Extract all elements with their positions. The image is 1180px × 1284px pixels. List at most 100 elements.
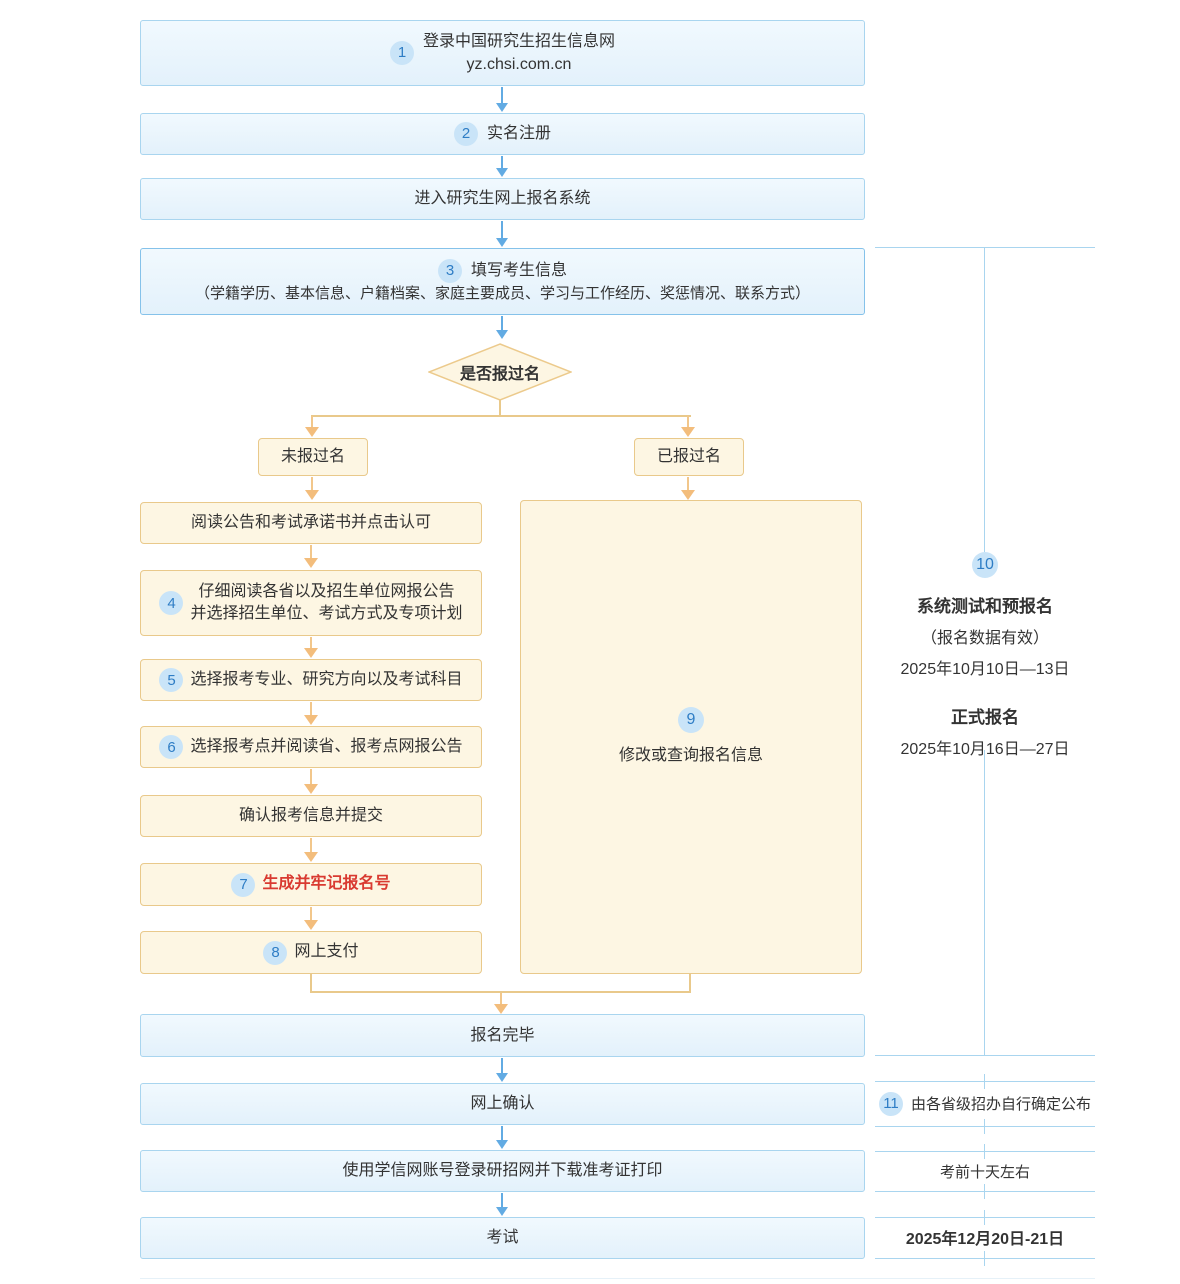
step-confirm-submit-label: 确认报考信息并提交 xyxy=(238,806,383,824)
official-registration-title: 正式报名 xyxy=(951,708,1019,727)
step-reg-done-box: 报名完毕 xyxy=(140,1014,865,1057)
official-registration-dates: 2025年10月16日—27日 xyxy=(900,741,1070,758)
step-online-confirm-label: 网上确认 xyxy=(470,1095,535,1113)
step-number-badge: 5 xyxy=(159,668,184,692)
step-print-ticket-label: 使用学信网账号登录研招网并下载准考证打印 xyxy=(342,1162,663,1180)
ticket-time-note: 考前十天左右 xyxy=(939,1163,1030,1181)
branch-not-registered-box: 未报过名 xyxy=(258,438,368,476)
step-register-label: 实名注册 xyxy=(486,125,551,143)
branch-registered-box: 已报过名 xyxy=(634,438,744,476)
connector-line xyxy=(689,974,691,992)
step-number-badge: 3 xyxy=(437,258,462,283)
step-number-badge: 4 xyxy=(159,591,184,615)
step-exam-label: 考试 xyxy=(486,1229,519,1247)
sidebar-line xyxy=(875,247,1095,248)
step-pay-online-label: 网上支付 xyxy=(294,943,359,961)
step-fill-info-subtitle: （学籍学历、基本信息、户籍档案、家庭主要成员、学习与工作经历、奖惩情况、联系方式… xyxy=(194,284,810,302)
branch-not-registered-label: 未报过名 xyxy=(280,447,345,465)
step-number-badge: 8 xyxy=(263,940,288,965)
arrow-down-icon xyxy=(494,1058,510,1082)
sidebar-tick xyxy=(984,1119,985,1134)
arrow-down-icon xyxy=(494,221,510,247)
step-number-badge: 2 xyxy=(453,122,478,146)
arrow-down-icon xyxy=(494,1193,510,1216)
step-read-notice-label: 阅读公告和考试承诺书并点击认可 xyxy=(190,513,431,531)
sidebar-tick xyxy=(984,1184,985,1199)
step-number-badge: 1 xyxy=(389,41,414,65)
cutoff-line xyxy=(140,1278,1095,1279)
arrow-down-icon xyxy=(303,637,319,658)
step-choose-major-box: 5 选择报考专业、研究方向以及考试科目 xyxy=(140,659,482,701)
confirm-announce-note: 由各省级招办自行确定公布 xyxy=(910,1096,1091,1113)
step-number-badge: 11 xyxy=(878,1091,903,1116)
step-number-badge: 9 xyxy=(677,706,704,733)
connector-line xyxy=(311,415,691,417)
arrow-down-icon xyxy=(494,87,510,112)
step-number-badge: 6 xyxy=(159,735,184,759)
arrow-down-icon xyxy=(303,545,319,568)
arrow-down-icon xyxy=(494,1126,510,1149)
sidebar-tick xyxy=(984,1251,985,1266)
exam-date-note: 2025年12月20日-21日 xyxy=(905,1231,1065,1248)
step-reg-done-label: 报名完毕 xyxy=(470,1026,535,1044)
sidebar-line xyxy=(875,1217,1095,1218)
step-pay-online-box: 8 网上支付 xyxy=(140,931,482,974)
sidebar-tick xyxy=(984,1210,985,1225)
step-choose-site-box: 6 选择报考点并阅读省、报考点网报公告 xyxy=(140,726,482,768)
decision-diamond: 是否报过名 xyxy=(426,343,574,401)
step-enter-system-label: 进入研究生网上报名系统 xyxy=(414,190,591,208)
pre-registration-dates: 2025年10月10日—13日 xyxy=(900,661,1070,678)
arrow-down-icon xyxy=(303,838,319,862)
step-login-title: 登录中国研究生招生信息网 xyxy=(422,32,615,50)
decision-label: 是否报过名 xyxy=(459,366,540,383)
sidebar-line xyxy=(875,1191,1095,1192)
step-choose-major-label: 选择报考专业、研究方向以及考试科目 xyxy=(190,670,463,688)
step-exam-box: 考试 xyxy=(140,1217,865,1259)
arrow-down-icon xyxy=(680,416,696,437)
step-reg-number-box: 7 生成并牢记报名号 xyxy=(140,863,482,906)
arrow-down-icon xyxy=(494,316,510,339)
pre-registration-title: 系统测试和预报名 xyxy=(917,597,1053,616)
step-online-confirm-box: 网上确认 xyxy=(140,1083,865,1125)
step-register-box: 2 实名注册 xyxy=(140,113,865,155)
step-number-badge: 7 xyxy=(231,872,256,897)
sidebar-tick xyxy=(984,1074,985,1089)
sidebar-line xyxy=(875,1126,1095,1127)
sidebar-line xyxy=(875,1151,1095,1152)
step-modify-query-box: 9 修改或查询报名信息 xyxy=(520,500,862,974)
arrow-down-icon xyxy=(304,416,320,437)
step-fill-info-box: 3 填写考生信息 （学籍学历、基本信息、户籍档案、家庭主要成员、学习与工作经历、… xyxy=(140,248,865,315)
sidebar-section-10: 10 系统测试和预报名 （报名数据有效） 2025年10月10日—13日 正式报… xyxy=(865,552,1105,758)
sidebar-tick xyxy=(984,1144,985,1159)
step-choose-site-label: 选择报考点并阅读省、报考点网报公告 xyxy=(190,737,463,755)
sidebar-row-11: 11 由各省级招办自行确定公布 xyxy=(865,1091,1105,1116)
sidebar-row-ticket-time: 考前十天左右 xyxy=(865,1161,1105,1181)
sidebar-row-exam-date: 2025年12月20日-21日 xyxy=(865,1227,1105,1248)
step-number-badge: 10 xyxy=(972,552,998,578)
connector-line xyxy=(310,974,312,992)
step-fill-info-title: 填写考生信息 xyxy=(470,262,567,280)
arrow-down-icon xyxy=(680,477,696,500)
arrow-down-icon xyxy=(493,993,509,1014)
connector-line xyxy=(499,400,501,416)
step-login-url: yz.chsi.com.cn xyxy=(466,56,572,73)
step-read-notice-box: 阅读公告和考试承诺书并点击认可 xyxy=(140,502,482,544)
pre-registration-note: （报名数据有效） xyxy=(920,630,1049,647)
sidebar-line xyxy=(875,1081,1095,1082)
arrow-down-icon xyxy=(304,477,320,500)
sidebar-line xyxy=(875,1258,1095,1259)
step-enter-system-box: 进入研究生网上报名系统 xyxy=(140,178,865,220)
branch-registered-label: 已报过名 xyxy=(656,447,721,465)
sidebar-line xyxy=(875,1055,1095,1056)
step-print-ticket-box: 使用学信网账号登录研招网并下载准考证打印 xyxy=(140,1150,865,1192)
arrow-down-icon xyxy=(303,702,319,725)
arrow-down-icon xyxy=(303,907,319,930)
arrow-down-icon xyxy=(303,769,319,794)
step-confirm-submit-box: 确认报考信息并提交 xyxy=(140,795,482,837)
step-choose-unit-line2: 并选择招生单位、考试方式及专项计划 xyxy=(190,605,463,622)
step-modify-query-label: 修改或查询报名信息 xyxy=(618,746,763,764)
step-choose-unit-box: 4 仔细阅读各省以及招生单位网报公告 并选择招生单位、考试方式及专项计划 xyxy=(140,570,482,636)
step-login-box: 1 登录中国研究生招生信息网 yz.chsi.com.cn xyxy=(140,20,865,86)
arrow-down-icon xyxy=(494,156,510,177)
